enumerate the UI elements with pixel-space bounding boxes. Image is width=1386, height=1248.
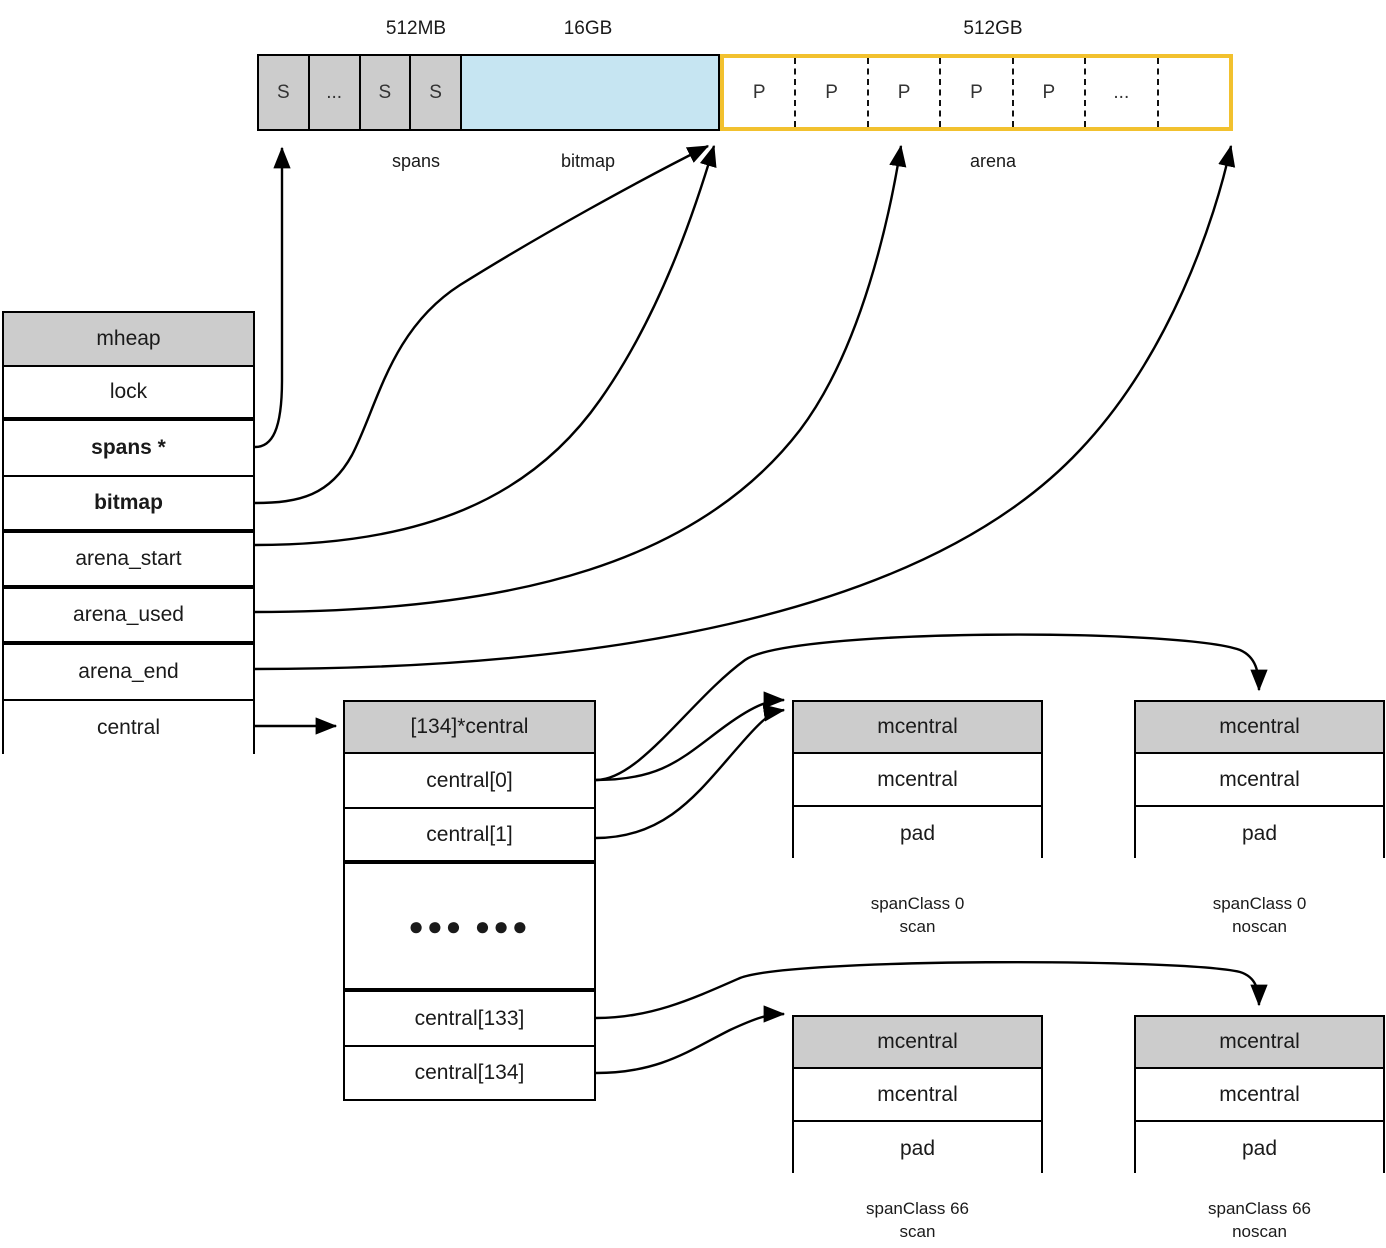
size-label-spans: 512MB: [385, 18, 447, 39]
bitmap-segment: [462, 54, 720, 131]
arena-page-cell: P: [724, 58, 797, 127]
arena-page-cell: P: [796, 58, 869, 127]
mheap-field-arena-end[interactable]: arena_end: [4, 645, 253, 701]
mcentral-title: mcentral: [794, 1017, 1041, 1069]
mcentral-sc66-scan: mcentral mcentral pad: [792, 1015, 1043, 1175]
central-array-ellipsis: ●●● ●●●: [345, 864, 594, 992]
mcentral-field-mcentral: mcentral: [1136, 1069, 1383, 1122]
edge-arenaend-to-arena: [254, 144, 1236, 671]
arena-page-cell: ...: [1086, 58, 1159, 127]
mheap-field-arena-start[interactable]: arena_start: [4, 533, 253, 589]
edge-central0-to-mcentral: [595, 691, 786, 782]
mheap-field-central[interactable]: central: [4, 701, 253, 754]
mcentral-field-mcentral: mcentral: [794, 1069, 1041, 1122]
spans-cell: S: [259, 56, 310, 129]
mcentral-field-pad: pad: [1136, 807, 1383, 860]
mcentral-field-mcentral: mcentral: [794, 754, 1041, 807]
spans-cell: S: [360, 56, 412, 129]
mcentral-caption-sc0-noscan: spanClass 0 noscan: [1212, 894, 1307, 936]
edge-arenastart-to-arena: [254, 144, 717, 547]
edge-arenaused-to-arena: [254, 144, 907, 614]
mcentral-title: mcentral: [794, 702, 1041, 754]
mheap-field-spans[interactable]: spans *: [4, 421, 253, 477]
central-array-item-1[interactable]: central[1]: [345, 809, 594, 864]
size-label-bitmap: 16GB: [563, 18, 613, 39]
edge-bitmap-to-bitmapbar: [254, 144, 710, 505]
mcentral-field-pad: pad: [794, 807, 1041, 860]
region-label-bitmap: bitmap: [560, 151, 616, 171]
region-label-arena: arena: [969, 151, 1017, 171]
mheap-title: mheap: [4, 313, 253, 367]
central-array-item-134[interactable]: central[134]: [345, 1047, 594, 1099]
arena-page-cell: P: [869, 58, 942, 127]
region-label-spans: spans: [391, 151, 441, 171]
edge-spans-to-spansbar: [254, 146, 291, 449]
mheap-field-lock: lock: [4, 367, 253, 421]
arena-page-cell: P: [941, 58, 1014, 127]
mcentral-title: mcentral: [1136, 702, 1383, 754]
mcentral-field-pad: pad: [1136, 1122, 1383, 1175]
central-array-item-0[interactable]: central[0]: [345, 754, 594, 809]
mcentral-sc0-noscan: mcentral mcentral pad: [1134, 700, 1385, 860]
mheap-struct: mheap lock spans * bitmap arena_start ar…: [2, 311, 255, 754]
central-array-struct: [134]*central central[0] central[1] ●●● …: [343, 700, 596, 1101]
edge-central134-to-mcentral-scan: [595, 1005, 786, 1075]
edge-central1-to-mcentral: [595, 704, 786, 840]
spans-segment: S ... S S: [257, 54, 462, 131]
mcentral-caption-sc66-noscan: spanClass 66 noscan: [1207, 1199, 1311, 1241]
central-array-title: [134]*central: [345, 702, 594, 754]
mcentral-sc0-scan: mcentral mcentral pad: [792, 700, 1043, 860]
spans-cell: S: [411, 56, 460, 129]
size-label-arena: 512GB: [963, 18, 1023, 39]
mcentral-sc66-noscan: mcentral mcentral pad: [1134, 1015, 1385, 1175]
mheap-field-arena-used[interactable]: arena_used: [4, 589, 253, 645]
mcentral-field-pad: pad: [794, 1122, 1041, 1175]
central-array-item-133[interactable]: central[133]: [345, 992, 594, 1047]
mcentral-caption-sc66-scan: spanClass 66 scan: [865, 1199, 969, 1241]
mcentral-caption-sc0-scan: spanClass 0 scan: [870, 894, 965, 936]
mcentral-title: mcentral: [1136, 1017, 1383, 1069]
mcentral-field-mcentral: mcentral: [1136, 754, 1383, 807]
memory-layout-bar: S ... S S P P P P P ...: [257, 54, 1233, 131]
spans-cell: ...: [309, 56, 361, 129]
arena-segment: P P P P P ...: [720, 54, 1233, 131]
mheap-field-bitmap[interactable]: bitmap: [4, 477, 253, 533]
edge-central133-to-mcentral-noscan: [595, 960, 1268, 1020]
arena-page-cell: P: [1014, 58, 1087, 127]
arena-page-cell-empty: [1159, 58, 1229, 127]
